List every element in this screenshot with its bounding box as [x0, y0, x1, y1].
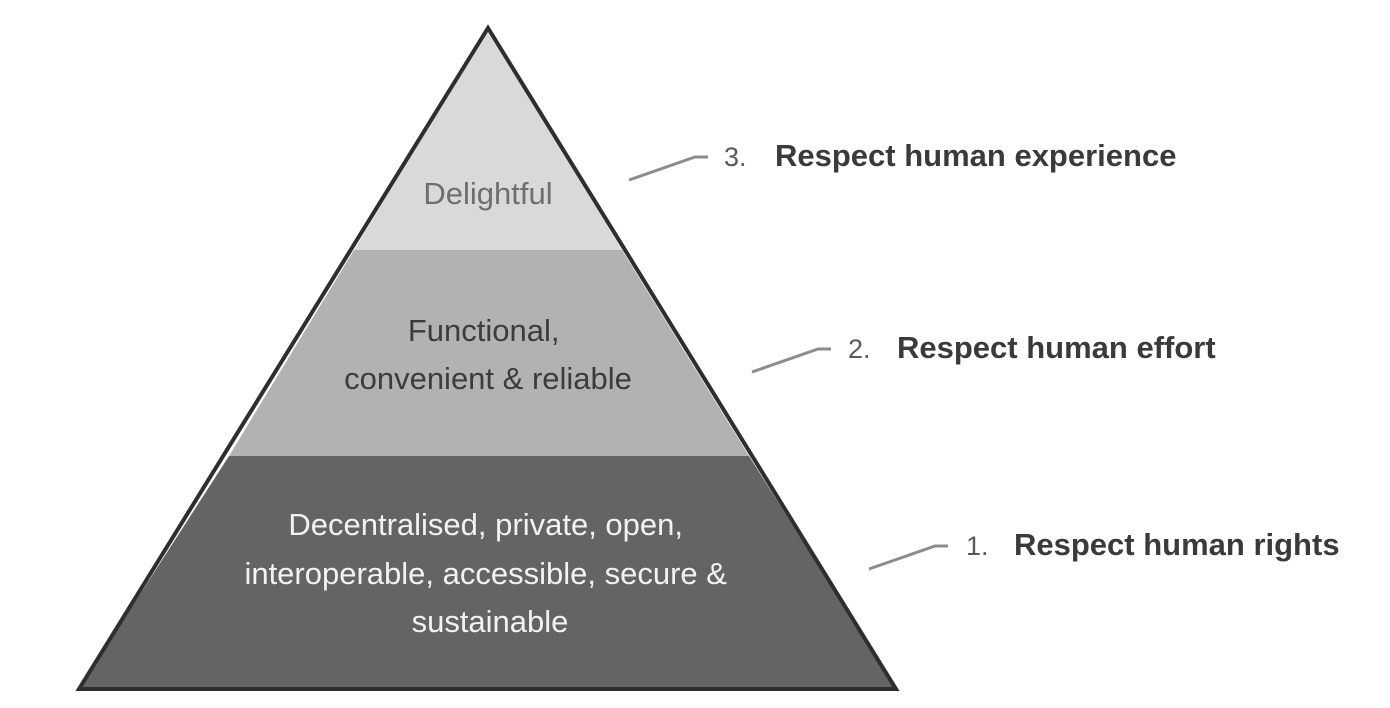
annotation-number: 1. — [966, 531, 989, 561]
annotation-3: 3. Respect human experience — [724, 138, 1176, 173]
tier-middle-line: convenient & reliable — [344, 361, 632, 396]
connector-line-3 — [628, 155, 708, 182]
annotation-1: 1. Respect human rights — [966, 527, 1340, 562]
tier-bottom-text: Decentralised, private, open, interopera… — [244, 507, 735, 639]
annotation-label: Respect human rights — [1014, 527, 1340, 562]
tier-top-text: Delightful — [423, 176, 552, 211]
annotation-label: Respect human experience — [775, 138, 1176, 173]
tier-top-delightful — [354, 28, 622, 250]
tier-middle-functional — [229, 250, 749, 456]
tier-bottom-line: interoperable, accessible, secure & — [244, 556, 727, 591]
tier-bottom-line: sustainable — [412, 604, 569, 639]
tier-bottom-line: Decentralised, private, open, — [288, 507, 683, 542]
annotation-2: 2. Respect human effort — [848, 330, 1216, 365]
tier-middle-text: Functional, convenient & reliable — [344, 313, 632, 396]
tier-bottom-foundation — [79, 456, 896, 689]
annotation-number: 2. — [848, 334, 871, 364]
annotation-label: Respect human effort — [897, 330, 1216, 365]
connector-line-1 — [868, 544, 948, 571]
tier-middle-line: Functional, — [408, 313, 560, 348]
tier-top-line: Delightful — [423, 176, 552, 211]
annotation-number: 3. — [724, 142, 747, 172]
pyramid-outline — [75, 24, 900, 691]
connector-line-2 — [751, 347, 831, 374]
